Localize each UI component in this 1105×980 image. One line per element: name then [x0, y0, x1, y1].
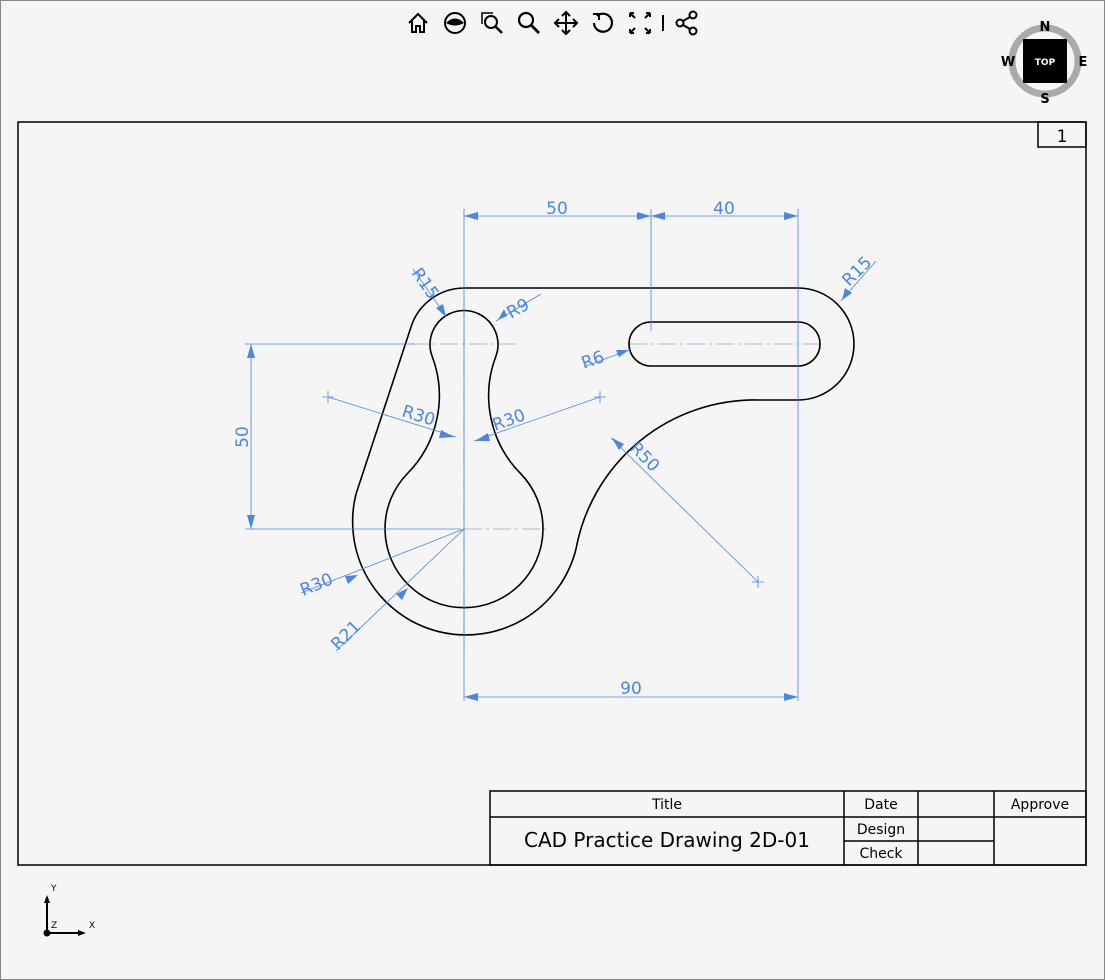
pan-button[interactable]: [547, 7, 584, 39]
dim-r30-outer: R30: [297, 570, 336, 601]
design-label: Design: [857, 822, 905, 838]
date-label: Date: [864, 797, 897, 813]
rotate-icon: [592, 12, 613, 33]
compass-w: W: [1001, 55, 1015, 70]
toolbar-separator: [662, 15, 664, 31]
dim-r30-left: R30: [400, 402, 438, 431]
slot-cutout: [628, 321, 821, 367]
check-label: Check: [859, 846, 903, 862]
dimension-lines: [245, 209, 877, 701]
sheet-number: 1: [1057, 127, 1068, 147]
home-icon: [407, 12, 428, 33]
compass-n: N: [1040, 20, 1051, 35]
dim-r30-right: R30: [490, 405, 528, 435]
compass-s: S: [1040, 92, 1049, 107]
axis-y-label: Y: [50, 884, 57, 894]
dim-r50: R50: [625, 438, 663, 476]
share-button[interactable]: [668, 7, 705, 39]
fit-icon: [628, 12, 651, 34]
centerlines: [411, 301, 821, 646]
viewcube-top-face[interactable]: [1023, 39, 1067, 83]
dim-50-vertical: 50: [233, 426, 253, 448]
axis-x-label: X: [89, 921, 95, 931]
zoom-button[interactable]: [510, 7, 547, 39]
pan-icon: [553, 10, 578, 36]
eye-icon: [443, 12, 466, 34]
drawing-title: CAD Practice Drawing 2D-01: [524, 828, 810, 852]
dim-r15-top-left: R15: [407, 264, 443, 303]
approve-label: Approve: [1011, 797, 1069, 813]
sheet-number-box: [1037, 121, 1087, 148]
compass-e: E: [1079, 55, 1088, 70]
zoom-window-icon: [480, 12, 503, 34]
toolbar: [399, 7, 705, 39]
dim-90: 90: [620, 679, 642, 699]
dimension-labels: 50 40 90 50 R15 R9 R15 R6 R30 R30 R50 R3…: [233, 199, 876, 699]
share-icon: [675, 10, 697, 36]
fit-button[interactable]: [621, 7, 658, 39]
dim-40: 40: [713, 199, 735, 219]
home-button[interactable]: [399, 7, 436, 39]
title-block: [489, 790, 1087, 866]
dim-r21: R21: [327, 617, 365, 655]
viewcube[interactable]: TOP N S E W: [1001, 20, 1088, 107]
dim-r6: R6: [579, 347, 607, 374]
title-label: Title: [651, 797, 682, 813]
outer-contour: [351, 287, 855, 636]
viewcube-label: TOP: [1035, 58, 1056, 68]
look-button[interactable]: [436, 7, 473, 39]
compass-ring: [1008, 24, 1082, 98]
part-geometry: [351, 287, 855, 636]
dimension-arrows: [247, 212, 852, 701]
title-block-text: Title CAD Practice Drawing 2D-01 Date De…: [524, 797, 1069, 862]
dim-r9: R9: [504, 295, 534, 324]
keyhole-cutout: [384, 309, 544, 609]
dim-50-horizontal: 50: [546, 199, 568, 219]
zoom-window-button[interactable]: [473, 7, 510, 39]
dim-r15-right: R15: [838, 253, 876, 291]
rotate-button[interactable]: [584, 7, 621, 39]
axis-indicator: Y X Z: [43, 884, 95, 937]
zoom-icon: [517, 11, 540, 34]
axis-z-label: Z: [51, 921, 57, 931]
drawing-frame: [17, 121, 1087, 866]
